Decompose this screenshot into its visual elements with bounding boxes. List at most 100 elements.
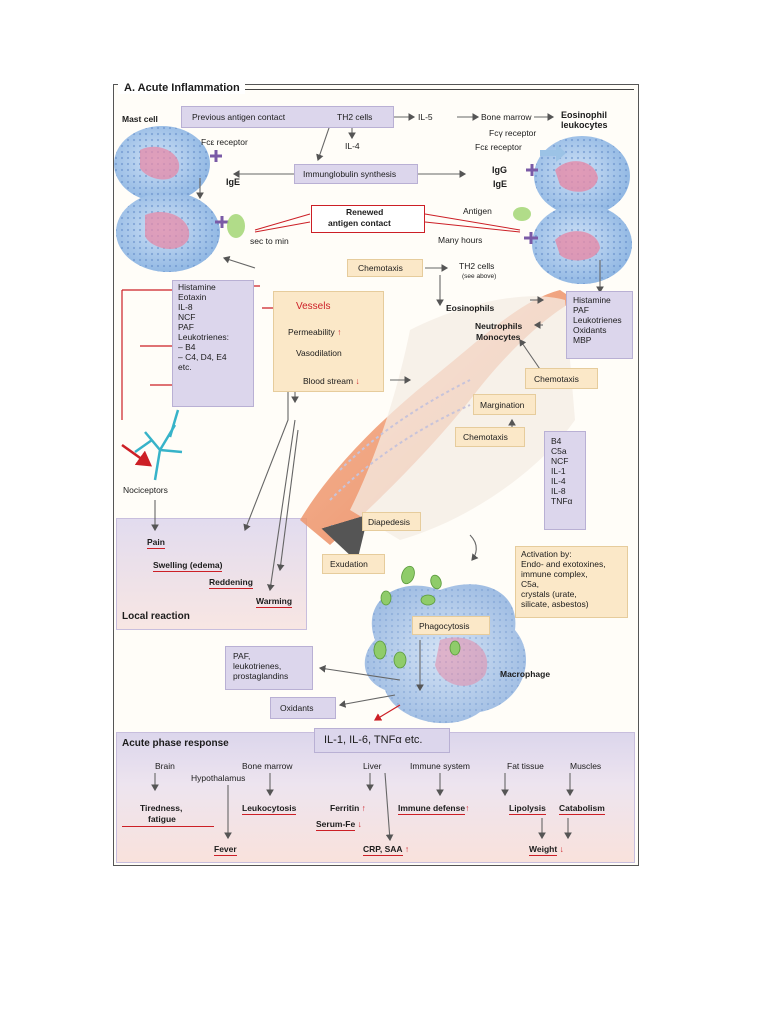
list-item: – C4, D4, E4 [178, 352, 227, 362]
down-arrow-icon: ↓ [355, 376, 360, 386]
warming-text: Warming [256, 596, 293, 608]
chemotaxis-top-label: Chemotaxis [358, 263, 403, 273]
tiredness-underline [122, 826, 214, 827]
leukocytosis-label: Leukocytosis [242, 803, 297, 815]
ige-right-label: IgE [493, 179, 508, 189]
receptor-arrow-icon [540, 144, 566, 162]
catabolism-label: Catabolism [559, 803, 605, 815]
immune-system-label: Immune system [410, 761, 470, 771]
blood-stream-label: Blood stream ↓ [303, 376, 360, 386]
macrophage-label: Macrophage [500, 669, 551, 679]
chemotaxis-mid-box [455, 427, 525, 447]
list-item: Histamine [178, 282, 216, 292]
eosinophil-cell-activated-icon [532, 204, 632, 284]
mast-cell-icon [114, 126, 210, 202]
list-item: etc. [178, 362, 192, 372]
leukocytes-label: leukocytes [561, 120, 608, 130]
nociceptors-label: Nociceptors [123, 485, 168, 495]
eosinophils-label: Eosinophils [446, 303, 495, 313]
il4-label: IL-4 [345, 141, 360, 151]
antigen-label: Antigen [463, 206, 492, 216]
oxidants-label: Oxidants [280, 703, 314, 713]
list-item: IL-1 [551, 466, 566, 476]
igg-label: IgG [492, 165, 507, 175]
list-item: NCF [178, 312, 196, 322]
il-box-label: IL-1, IL-6, TNFα etc. [324, 734, 423, 746]
acute-phase-panel [116, 732, 635, 863]
hypothalamus-label: Hypothalamus [191, 773, 246, 783]
margination-label: Margination [480, 400, 525, 410]
chemotaxis-mid-label: Chemotaxis [463, 432, 508, 442]
tiredness-label: Tiredness, [140, 803, 183, 813]
mast-cell-label: Mast cell [122, 114, 158, 124]
local-reaction-title: Local reaction [122, 611, 190, 622]
ferritin-text: Ferritin [330, 803, 360, 813]
see-above-label: (see above) [462, 273, 497, 280]
serum-fe-text: Serum-Fe [316, 819, 356, 831]
immune-defense-label: Immune defense↑ [398, 803, 469, 815]
phagocytosis-label: Phagocytosis [419, 621, 470, 631]
mast-cell-activated-icon [116, 192, 220, 272]
figure-title-bar: A. Acute Inflammation [118, 82, 634, 97]
lipolysis-label: Lipolysis [509, 803, 546, 815]
liver-label: Liver [363, 761, 382, 771]
list-item: B4 [551, 436, 562, 446]
fever-text: Fever [214, 844, 237, 856]
local-reaction-panel [116, 518, 307, 630]
list-item: TNFα [551, 496, 573, 506]
il5-label: IL-5 [418, 112, 433, 122]
activation-list: Activation by:Endo- and exotoxines,immun… [515, 546, 628, 618]
up-arrow-icon: ↑ [337, 327, 342, 337]
monocytes-label: Monocytes [476, 332, 521, 342]
brain-label: Brain [155, 761, 175, 771]
diapedesis-box [362, 512, 421, 531]
up-arrow-icon: ↑ [361, 803, 366, 813]
down-arrow-icon: ↓ [357, 819, 362, 829]
list-item: PAF [178, 322, 194, 332]
fat-tissue-label: Fat tissue [507, 761, 544, 771]
list-item: MBP [573, 335, 592, 345]
bone-marrow-label: Bone marrow [242, 761, 293, 771]
leukocytosis-text: Leukocytosis [242, 803, 297, 815]
serum-fe-label: Serum-Fe ↓ [316, 819, 362, 831]
warming-label: Warming [256, 596, 293, 608]
list-item: Activation by: [521, 549, 572, 559]
vessels-box [273, 291, 384, 392]
list-item: Histamine [573, 295, 611, 305]
pain-label: Pain [147, 537, 165, 549]
th2-cells-2-label: TH2 cells [459, 261, 495, 271]
crp-saa-label: CRP, SAA ↑ [363, 844, 409, 856]
list-item: Leukotrienes: [178, 332, 230, 342]
figure-title: A. Acute Inflammation [118, 82, 245, 94]
antigen-contact-label: antigen contact [328, 218, 391, 228]
chemotaxis-top-box [347, 259, 423, 277]
permeability-text: Permeability [288, 327, 335, 337]
red-arrows [121, 285, 401, 721]
immunoglobulin-synthesis-label: Immunglobulin synthesis [303, 169, 397, 179]
antigen-icon [227, 214, 245, 238]
bacteria-icon [373, 565, 461, 669]
phagocytosis-box [412, 616, 490, 635]
list-item: C5a [551, 446, 567, 456]
reddening-text: Reddening [209, 577, 253, 589]
pain-text: Pain [147, 537, 165, 549]
exudation-label: Exudation [330, 559, 368, 569]
margination-box [473, 394, 536, 415]
renewed-contact-lines [254, 213, 521, 233]
immune-defense-text: Immune defense [398, 803, 466, 815]
weight-label: Weight ↓ [529, 844, 564, 856]
previous-antigen-label: Previous antigen contact [192, 112, 286, 122]
oxidants-box [270, 697, 336, 719]
list-item: Oxidants [573, 325, 607, 335]
renewed-label: Renewed [346, 207, 384, 217]
blood-stream-text: Blood stream [303, 376, 354, 386]
tissue-background [350, 296, 575, 540]
fever-label: Fever [214, 844, 237, 856]
list-item: leukotrienes, [233, 661, 282, 671]
fatigue-label: fatigue [148, 814, 176, 824]
fce-receptor-right-label: Fcε receptor [475, 142, 522, 152]
previous-antigen-box [181, 106, 394, 128]
many-hours-label: Many hours [438, 235, 483, 245]
